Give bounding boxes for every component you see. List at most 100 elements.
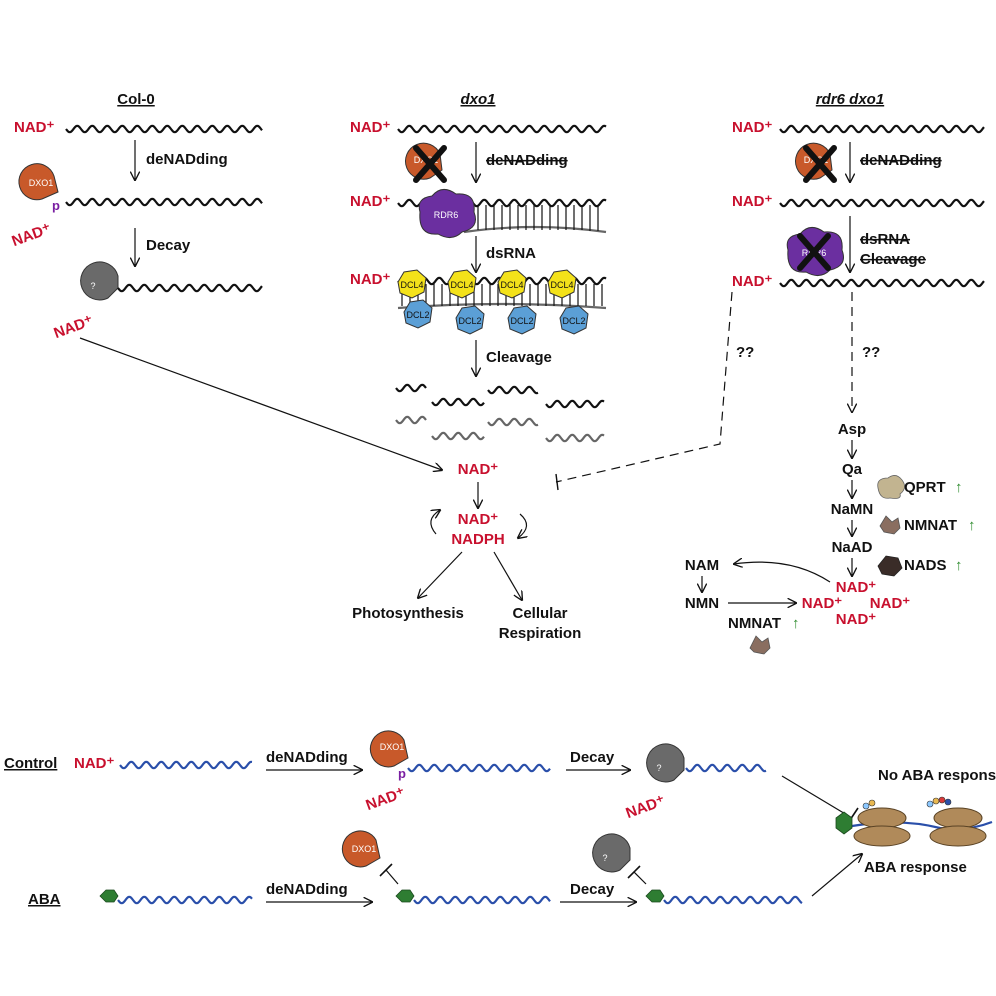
center-nad-2: NAD⁺: [458, 511, 498, 528]
respiration-label-2: Respiration: [499, 625, 582, 642]
control-nad: NAD⁺: [74, 755, 114, 772]
col0-rna-2: [65, 197, 263, 207]
col0-phosphate: p: [52, 198, 60, 213]
col0-denadding-label: deNADding: [146, 151, 228, 168]
nmnat-up-arrow: ↑: [968, 517, 976, 534]
svg-text:DCL2: DCL2: [458, 316, 481, 326]
redox-cycle-left: [431, 510, 440, 535]
aba-decay-label: Decay: [570, 881, 615, 898]
svg-text:DCL2: DCL2: [510, 316, 533, 326]
svg-text:DXO1: DXO1: [380, 742, 405, 752]
nmnat-salvage-up-arrow: ↑: [792, 615, 800, 632]
svg-text:?: ?: [90, 281, 95, 291]
rdr-cleavage-blocked: Cleavage: [860, 251, 926, 268]
pathway-naad: NaAD: [832, 539, 873, 556]
svg-text:DCL2: DCL2: [406, 310, 429, 320]
col0-nad-1: NAD⁺: [14, 119, 54, 136]
dxo1-title: dxo1: [460, 91, 495, 108]
control-decay-enzyme: ?: [646, 743, 685, 783]
svg-text:DCL4: DCL4: [550, 280, 573, 290]
aba-dxo1-inhibition: [385, 869, 399, 885]
control-nad-released: NAD⁺: [363, 784, 407, 814]
no-aba-response-label: No ABA response: [878, 767, 996, 784]
nad-to-nam-arrow: [734, 562, 831, 583]
nad-pool-2: NAD⁺: [802, 595, 842, 612]
aba-response-label: ABA response: [864, 859, 967, 876]
col0-rna-3: [117, 283, 263, 293]
pathway-asp: Asp: [838, 421, 866, 438]
control-rna-2: [407, 763, 551, 773]
rdr6-dxo1-title: rdr6 dxo1: [816, 91, 884, 108]
rdr-nad-1: NAD⁺: [732, 119, 772, 136]
svg-text:?: ?: [602, 853, 607, 863]
dcl4-complex: DCL4 DCL4 DCL4 DCL4: [397, 269, 577, 299]
rdr-dsrna-blocked: dsRNA: [860, 231, 910, 248]
nad-pool-3: NAD⁺: [870, 595, 910, 612]
center-nad: NAD⁺: [458, 461, 498, 478]
rdr-denadding-blocked: deNADding: [860, 152, 942, 169]
pathway-namn: NaMN: [831, 501, 874, 518]
control-decay-label: Decay: [570, 749, 615, 766]
inhibition-dashed-line: [555, 291, 733, 483]
control-nad-freed: NAD⁺: [623, 792, 667, 822]
control-phosphate: p: [398, 766, 406, 781]
aba-dxo1-enzyme: DXO1: [341, 830, 381, 868]
qprt-enzyme: [877, 475, 905, 499]
aba-cap-3: [645, 889, 665, 903]
aba-decay-inhibition-bar: [627, 865, 641, 879]
dxo1-rdr6-enzyme: RDR6: [418, 189, 476, 238]
dcl2-complex: DCL2 DCL2 DCL2 DCL2: [403, 299, 589, 335]
dxo1-dsrna-ladder-1: [463, 205, 607, 234]
svg-text:DXO1: DXO1: [352, 844, 377, 854]
rdr-dxo1-enzyme-inactive: DXO1: [795, 142, 837, 183]
rdr-rna-2: [779, 198, 985, 208]
aba-denadding-label: deNADding: [266, 881, 348, 898]
to-photosynthesis-arrow: [418, 551, 463, 598]
control-denadding-label: deNADding: [266, 749, 348, 766]
unknown-link-2: ??: [862, 344, 880, 361]
pathway-nmn: NMN: [685, 595, 719, 612]
aba-cap-2: [395, 889, 415, 903]
svg-text:DCL4: DCL4: [400, 280, 423, 290]
aba-label: ABA: [28, 891, 61, 908]
nmnat-label: NMNAT: [904, 517, 957, 534]
ribosome-1: [853, 799, 911, 847]
dxo1-rna-1: [397, 124, 607, 134]
aba-to-response-arrow: [811, 854, 862, 897]
qprt-up-arrow: ↑: [955, 479, 963, 496]
col0-decay-enzyme: ?: [80, 261, 119, 301]
nmnat-salvage-label: NMNAT: [728, 615, 781, 632]
nmnat-salvage-enzyme: [749, 635, 771, 655]
control-inhibition-line: [781, 775, 853, 819]
col0-dxo1-enzyme: DXO1: [18, 163, 59, 201]
col0-title: Col-0: [117, 91, 155, 108]
rdr-rna-1: [779, 124, 985, 134]
respiration-label-1: Cellular: [512, 605, 567, 622]
dxo1-dxo1-enzyme-inactive: DXO1: [405, 142, 447, 183]
to-respiration-arrow: [493, 551, 522, 600]
control-label: Control: [4, 755, 57, 772]
dxo1-cleavage-label: Cleavage: [486, 349, 552, 366]
aba-rna-2: [413, 895, 551, 905]
control-dxo1-enzyme: DXO1: [369, 730, 409, 768]
photosynthesis-label: Photosynthesis: [352, 605, 464, 622]
rdr-rna-3: [779, 278, 985, 288]
nads-enzyme: [877, 555, 903, 577]
dxo1-dsrna-label: dsRNA: [486, 245, 536, 262]
aba-cap-1: [99, 889, 119, 903]
svg-text:?: ?: [656, 763, 661, 773]
pathway-qa: Qa: [842, 461, 863, 478]
nads-up-arrow: ↑: [955, 557, 963, 574]
dxo1-denadding-blocked: deNADding: [486, 152, 568, 169]
svg-text:DCL4: DCL4: [450, 280, 473, 290]
aba-decay-inhibition: [633, 871, 647, 885]
nad-pool-1: NAD⁺: [836, 579, 876, 596]
pathway-nam: NAM: [685, 557, 719, 574]
nads-label: NADS: [904, 557, 947, 574]
aba-rna-1: [117, 895, 253, 905]
nmnat-enzyme: [879, 515, 901, 535]
rdr-rdr6-enzyme-inactive: RDR6: [786, 227, 844, 276]
svg-text:RDR6: RDR6: [434, 210, 459, 220]
ribosome-2: [926, 796, 987, 847]
